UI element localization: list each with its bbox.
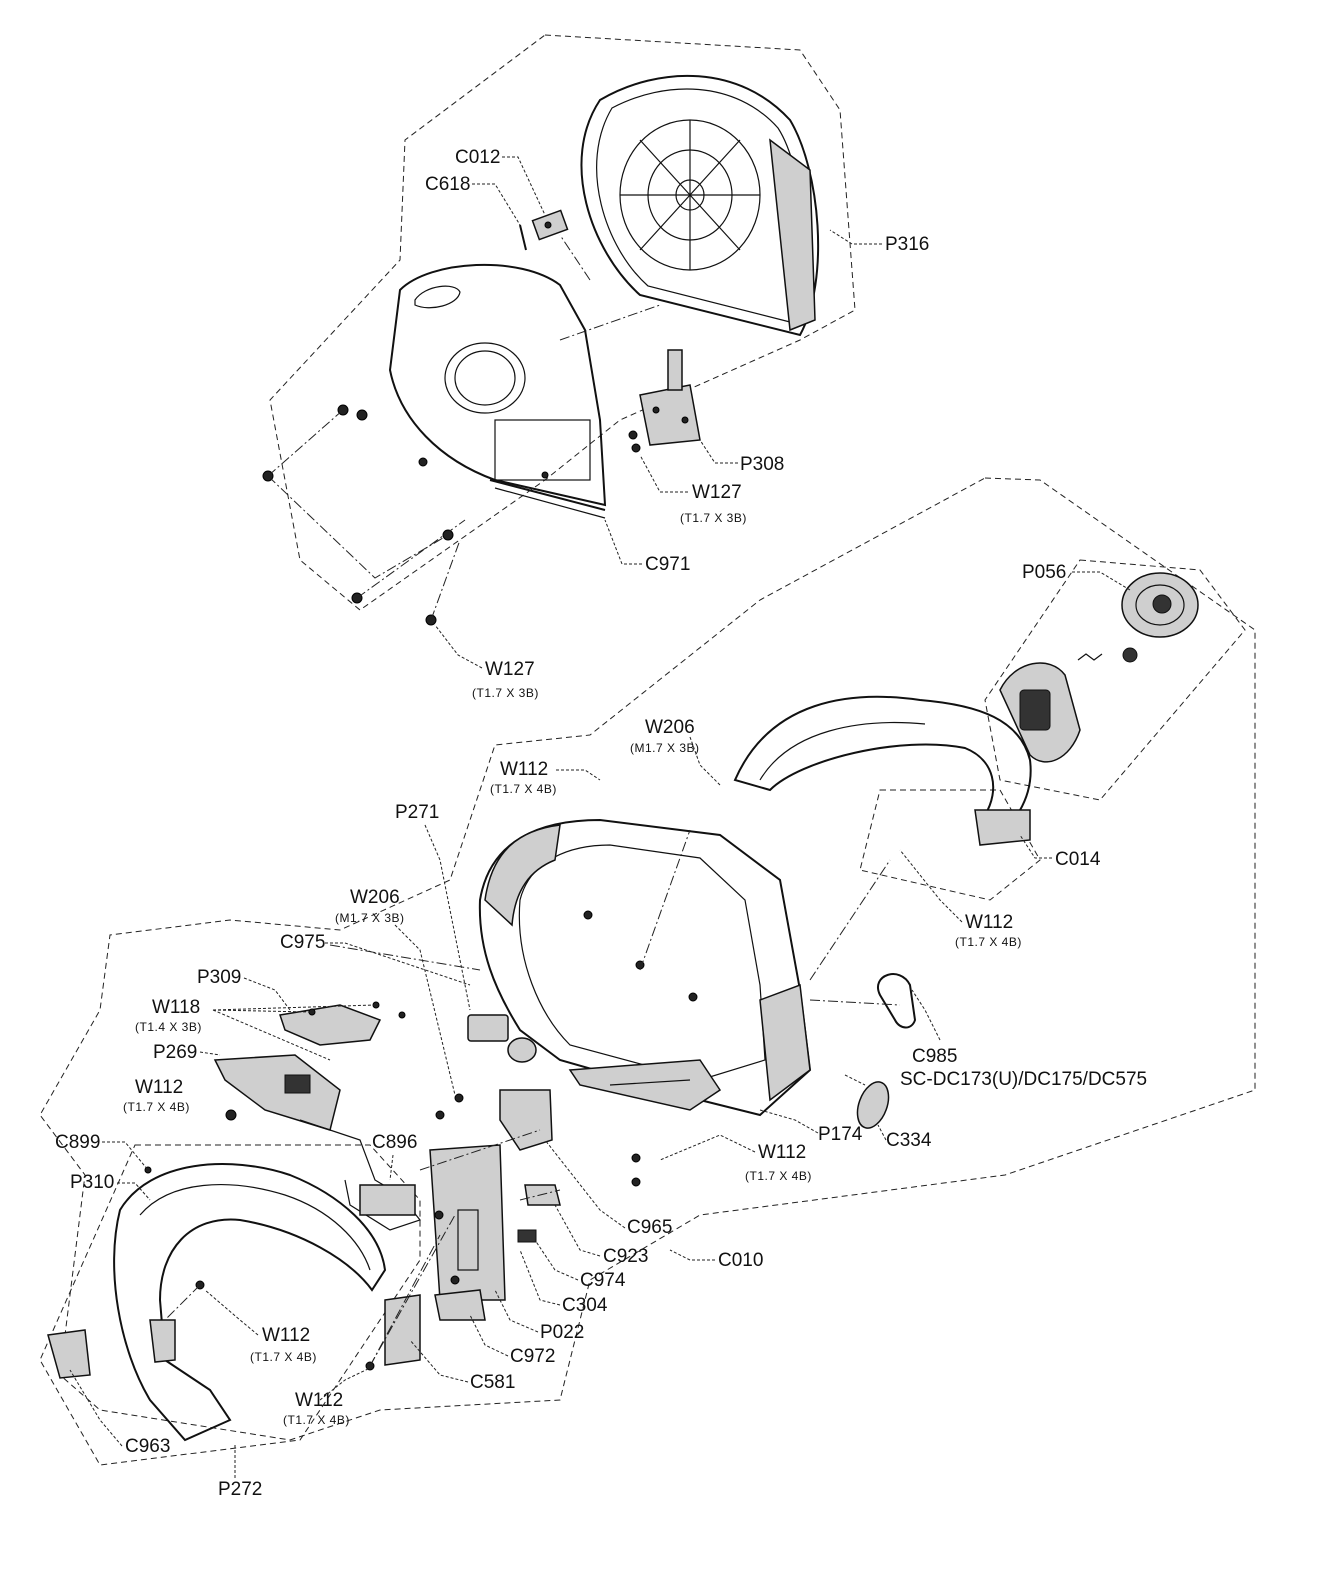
label-p271: P271 — [395, 802, 439, 823]
label-c581: C581 — [470, 1372, 515, 1393]
part-labels: C012 C618 P316 P308 W127 (T1.7 X 3B) C97… — [55, 147, 1147, 1500]
grip-strap-upper — [733, 695, 1032, 846]
cassette-lid-part — [580, 74, 820, 337]
label-w112-right: W112 — [965, 912, 1013, 933]
screws-w127 — [262, 404, 641, 626]
label-p316: P316 — [885, 234, 929, 255]
label-c923: C923 — [603, 1246, 648, 1267]
label-p174: P174 — [818, 1124, 863, 1145]
bracket-c965 — [435, 1089, 553, 1151]
grip-belt-p310 — [113, 1163, 387, 1442]
label-leaders — [69, 156, 1131, 1478]
label-c971: C971 — [645, 554, 690, 575]
label-w112-bottom-spec: (T1.7 X 4B) — [283, 1413, 350, 1427]
board-c010 — [365, 1144, 641, 1371]
label-c963: C963 — [125, 1436, 170, 1457]
label-c014: C014 — [1055, 849, 1101, 870]
label-p309: P309 — [197, 967, 241, 988]
board-p269 — [213, 1054, 341, 1131]
label-c010: C010 — [718, 1250, 763, 1271]
label-c618: C618 — [425, 174, 470, 195]
bracket-p308-part — [639, 349, 701, 446]
hinge-c012-part — [531, 209, 569, 241]
c014-region — [859, 789, 1041, 901]
label-c304: C304 — [562, 1295, 608, 1316]
label-p272: P272 — [218, 1479, 262, 1500]
label-w112-lower-spec: (T1.7 X 4B) — [745, 1169, 812, 1183]
label-w112-handle-spec: (T1.7 X 4B) — [250, 1350, 317, 1364]
pin-c618-part — [519, 224, 527, 251]
side-cover-boundary — [984, 559, 1246, 801]
main-assembly-boundary — [39, 477, 1256, 1441]
label-w206-top: W206 — [645, 717, 695, 738]
flex-c896 — [299, 1119, 422, 1231]
label-c974: C974 — [580, 1270, 626, 1291]
label-w112-left: W112 — [135, 1077, 183, 1098]
label-w118-spec: (T1.4 X 3B) — [135, 1020, 202, 1034]
label-w118: W118 — [152, 997, 200, 1018]
label-c965: C965 — [627, 1217, 672, 1238]
side-knob-p056 — [1121, 572, 1199, 638]
label-models: SC-DC173(U)/DC175/DC575 — [900, 1069, 1147, 1090]
label-c896: C896 — [372, 1132, 417, 1153]
upper-assembly-boundary — [269, 34, 856, 611]
connection-lines — [164, 234, 901, 1367]
label-w127-top: W127 — [692, 482, 742, 503]
label-p310: P310 — [70, 1172, 114, 1193]
label-w112-right-spec: (T1.7 X 4B) — [955, 935, 1022, 949]
label-w112-lower: W112 — [758, 1142, 806, 1163]
label-w127-bottom: W127 — [485, 659, 535, 680]
label-c899: C899 — [55, 1132, 100, 1153]
bottom-plate-p174 — [568, 1059, 722, 1111]
label-w112-bottom: W112 — [295, 1390, 343, 1411]
spring-part — [1077, 647, 1138, 663]
label-w112-handle: W112 — [262, 1325, 310, 1346]
label-w206-mid: W206 — [350, 887, 400, 908]
label-c012: C012 — [455, 147, 500, 168]
label-w112-top: W112 — [500, 759, 548, 780]
clip-c985-part — [877, 973, 917, 1029]
label-w112-top-spec: (T1.7 X 4B) — [490, 782, 557, 796]
label-p056: P056 — [1022, 562, 1066, 583]
cassette-holder-plate — [388, 263, 607, 519]
label-w127-top-spec: (T1.7 X 3B) — [680, 511, 747, 525]
label-c334: C334 — [886, 1130, 932, 1151]
label-p308: P308 — [740, 454, 784, 475]
label-w206-mid-spec: (M1.7 X 3B) — [335, 911, 405, 925]
side-cover-c014 — [999, 662, 1081, 763]
board-p309 — [279, 1001, 406, 1046]
label-c975: C975 — [280, 932, 325, 953]
label-p022: P022 — [540, 1322, 584, 1343]
label-w127-bottom-spec: (T1.7 X 3B) — [472, 686, 539, 700]
label-p269: P269 — [153, 1042, 197, 1063]
label-w206-top-spec: (M1.7 X 3B) — [630, 741, 700, 755]
label-w112-left-spec: (T1.7 X 4B) — [123, 1100, 190, 1114]
knob-c334-part — [844, 1074, 890, 1129]
main-body-frame — [467, 818, 812, 1117]
label-c972: C972 — [510, 1346, 555, 1367]
label-c985: C985 — [912, 1046, 957, 1067]
bracket-c963 — [47, 1329, 91, 1379]
